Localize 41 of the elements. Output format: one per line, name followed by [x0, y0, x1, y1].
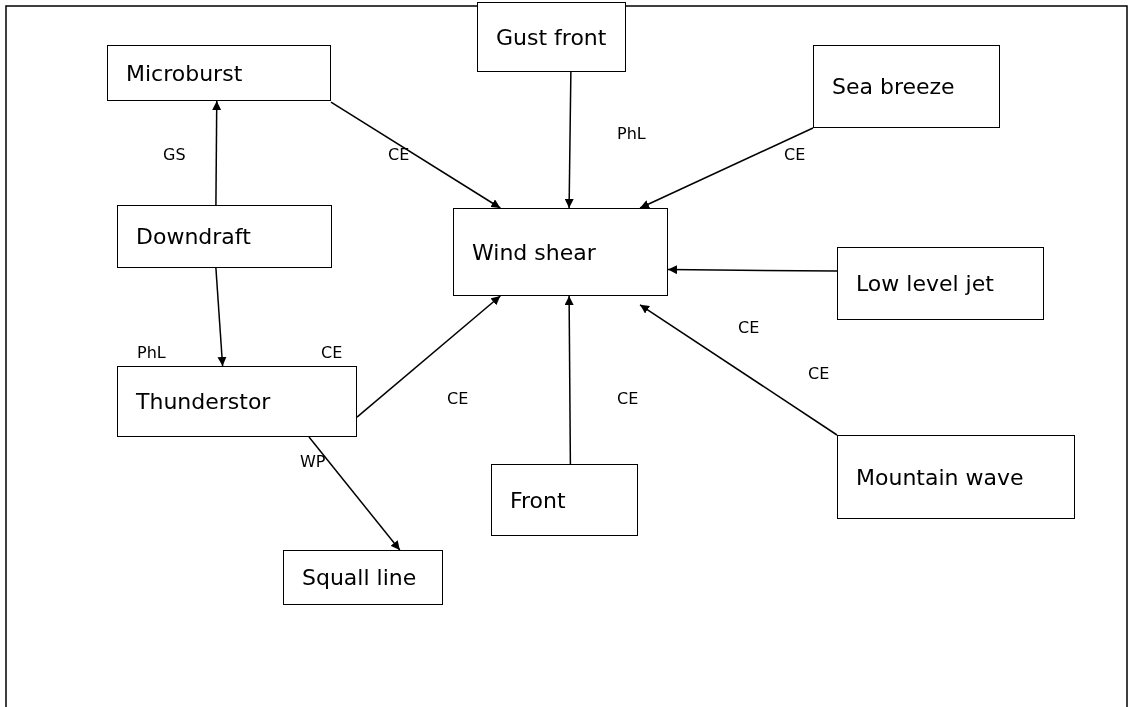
concept-box [117, 205, 332, 268]
node-label: Downdraft [136, 224, 251, 249]
concept-box [477, 2, 626, 72]
arrow [212, 100, 222, 206]
edge-label: CE [447, 389, 469, 408]
concept-box [813, 45, 1000, 128]
concept-box [837, 435, 1075, 519]
arrow [308, 436, 401, 551]
arrow [330, 101, 502, 209]
node-label: Low level jet [856, 271, 994, 296]
edge-label: PhL [137, 343, 166, 362]
node-label: Wind shear [472, 239, 596, 265]
edge-label: CE [388, 145, 410, 164]
edge-label: WP [300, 452, 326, 471]
node-label: Thunderstor [136, 389, 271, 414]
node-label: Mountain wave [856, 464, 1024, 490]
relation-label: CE [321, 343, 343, 362]
concept-box [107, 45, 331, 101]
node-label: Sea breeze [832, 74, 955, 99]
arrow [356, 295, 502, 418]
node-label: Front [510, 487, 566, 513]
edge-label: CE [784, 145, 806, 164]
edge-label: CE [617, 389, 639, 408]
arrow [564, 295, 574, 465]
node-label: Squall line [302, 565, 417, 590]
concept-box [491, 464, 638, 536]
edge-label: CE [808, 364, 830, 383]
arrow [667, 265, 838, 275]
concept-box [117, 366, 357, 437]
concept-box [453, 208, 668, 296]
arrow [639, 127, 814, 209]
edge-label: GS [163, 145, 186, 164]
edge-label: PhL [617, 124, 646, 143]
concept-box [283, 550, 443, 605]
node-label: Gust front [496, 24, 607, 50]
edge-label: CE [738, 318, 760, 337]
node-label: Microburst [126, 60, 243, 86]
arrow [564, 71, 574, 209]
arrow [639, 304, 838, 436]
arrow [215, 267, 227, 367]
concept-box [837, 247, 1044, 320]
